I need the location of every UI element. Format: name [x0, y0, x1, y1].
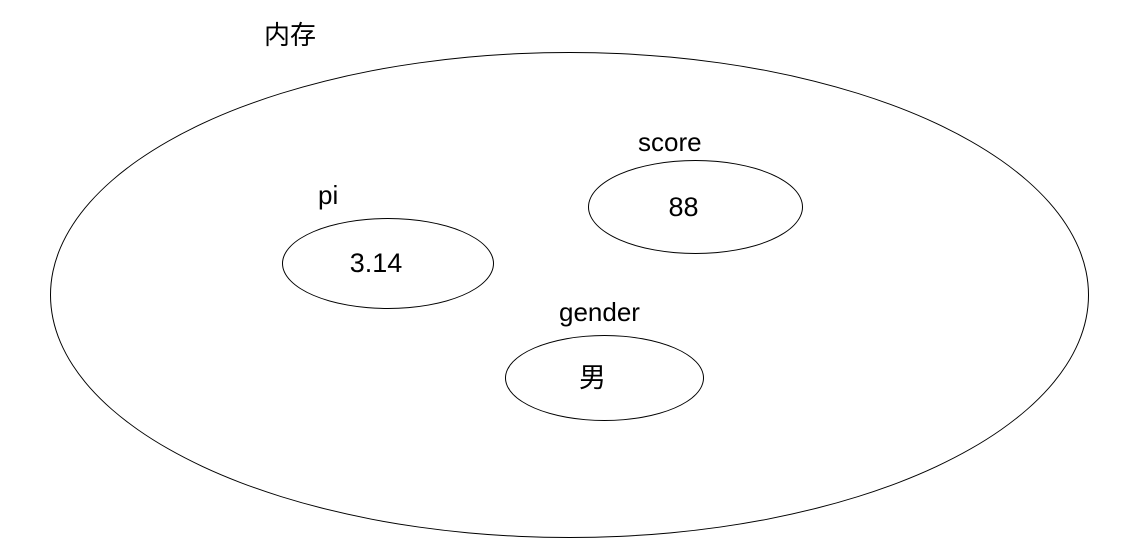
variable-ellipse-score: 88	[588, 160, 803, 254]
variable-value-gender: 男	[579, 362, 606, 393]
memory-label: 内存	[264, 20, 317, 50]
variable-label-pi: pi	[318, 180, 339, 210]
variable-ellipse-pi: 3.14	[282, 218, 494, 309]
variable-value-score: 88	[668, 191, 699, 222]
variable-label-score: score	[638, 127, 702, 157]
variable-ellipse-gender: 男	[505, 335, 704, 421]
variable-label-gender: gender	[559, 297, 640, 327]
memory-ellipse	[50, 52, 1089, 538]
variable-value-pi: 3.14	[349, 248, 403, 278]
